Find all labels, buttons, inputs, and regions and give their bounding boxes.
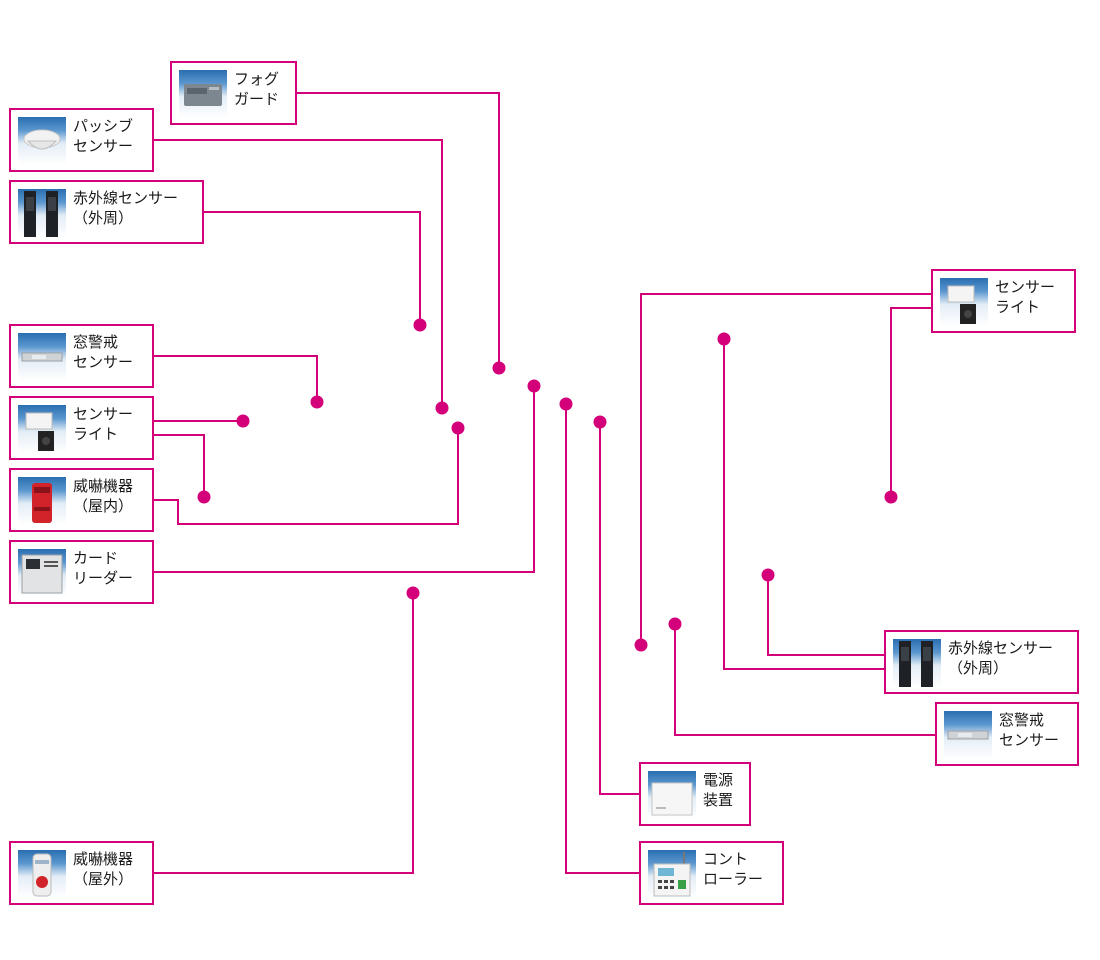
device-label-line2: ライト [73, 425, 119, 443]
device-label-line2: センサー [73, 137, 134, 155]
card-reader-icon [18, 549, 66, 597]
device-controller[interactable]: コントローラー [639, 841, 784, 905]
junction-dot [413, 318, 427, 332]
infrared-sensor-icon [18, 189, 66, 237]
passive-sensor-icon [18, 117, 66, 165]
power-supply-icon [648, 771, 696, 819]
wire-window-sensor-left [153, 355, 318, 402]
wire-controller [565, 404, 640, 874]
indoor-siren-icon [18, 477, 66, 525]
device-label-line2: （屋内） [73, 497, 134, 515]
device-threat-indoor[interactable]: 威嚇機器 （屋内） [9, 468, 154, 532]
device-window-sensor-left[interactable]: 窓警戒センサー [9, 324, 154, 388]
junction-dot [527, 379, 541, 393]
junction-dot [634, 638, 648, 652]
device-label-line2: （屋外） [73, 870, 134, 888]
device-sensor-light-right[interactable]: センサーライト [931, 269, 1076, 333]
wire-passive-sensor [153, 139, 443, 408]
wire-ir-sensor-left [203, 211, 421, 325]
junction-dot [593, 415, 607, 429]
device-label-line1: 赤外線センサー [948, 639, 1054, 657]
device-label-line1: カード [73, 549, 119, 567]
device-label-line1: 電源 [703, 771, 734, 789]
device-label-line1: コント [703, 850, 749, 868]
device-label-line2: センサー [73, 353, 134, 371]
wire-window-sensor-right [674, 624, 936, 736]
device-ir-sensor-left[interactable]: 赤外線センサー （外周） [9, 180, 204, 244]
junction-dot [761, 568, 775, 582]
device-label-line1: センサー [995, 278, 1056, 296]
wire-power-supply [599, 422, 640, 795]
device-label-line1: 赤外線センサー [73, 189, 179, 207]
window-sensor-icon [944, 711, 992, 759]
device-label-line1: 威嚇機器 [73, 850, 134, 868]
junction-dot [435, 401, 449, 415]
device-ir-sensor-right[interactable]: 赤外線センサー （外周） [884, 630, 1079, 694]
wire-sensor-light-left-b [153, 434, 205, 497]
sensor-light-icon [18, 405, 66, 453]
device-threat-outdoor[interactable]: 威嚇機器 （屋外） [9, 841, 154, 905]
wire-threat-indoor [153, 428, 459, 525]
wire-fog-guard [296, 92, 500, 368]
wire-sensor-light-right-b [890, 307, 932, 497]
device-label-line1: フォグ [234, 70, 280, 88]
fog-guard-icon [179, 70, 227, 118]
device-label-line2: （外周） [948, 659, 1009, 677]
sensor-light-icon [940, 278, 988, 326]
wire-card-reader [153, 386, 535, 573]
device-power-supply[interactable]: 電源装置 [639, 762, 751, 826]
device-passive-sensor[interactable]: パッシブセンサー [9, 108, 154, 172]
wire-sensor-light-right-a [640, 293, 932, 645]
device-label-line1: 窓警戒 [73, 333, 119, 351]
device-fog-guard[interactable]: フォグガード [170, 61, 297, 125]
junction-dot [668, 617, 682, 631]
junction-dot [236, 414, 250, 428]
junction-dot [717, 332, 731, 346]
device-label-line1: センサー [73, 405, 134, 423]
junction-dot [492, 361, 506, 375]
device-label-line1: 窓警戒 [999, 711, 1045, 729]
device-window-sensor-right[interactable]: 窓警戒センサー [935, 702, 1079, 766]
junction-dot [310, 395, 324, 409]
device-label-line2: （外周） [73, 209, 134, 227]
junction-dot [197, 490, 211, 504]
wire-threat-outdoor [153, 593, 414, 874]
device-label-line2: 装置 [703, 791, 734, 809]
device-label-line2: ガード [234, 90, 280, 108]
controller-icon [648, 850, 696, 898]
device-label-line1: 威嚇機器 [73, 477, 134, 495]
outdoor-siren-icon [18, 850, 66, 898]
device-label-line2: センサー [999, 731, 1060, 749]
device-label-line1: パッシブ [73, 117, 134, 135]
device-label-line2: ライト [995, 298, 1041, 316]
junction-dot [559, 397, 573, 411]
wire-ir-sensor-right-a [767, 575, 885, 656]
device-label-line2: ローラー [703, 870, 764, 888]
junction-dot [884, 490, 898, 504]
window-sensor-icon [18, 333, 66, 381]
device-sensor-light-left[interactable]: センサーライト [9, 396, 154, 460]
device-label-line2: リーダー [73, 569, 134, 587]
infrared-sensor-icon [893, 639, 941, 687]
junction-dot [451, 421, 465, 435]
device-card-reader[interactable]: カードリーダー [9, 540, 154, 604]
junction-dot [406, 586, 420, 600]
wire-ir-sensor-right-b [723, 339, 885, 670]
